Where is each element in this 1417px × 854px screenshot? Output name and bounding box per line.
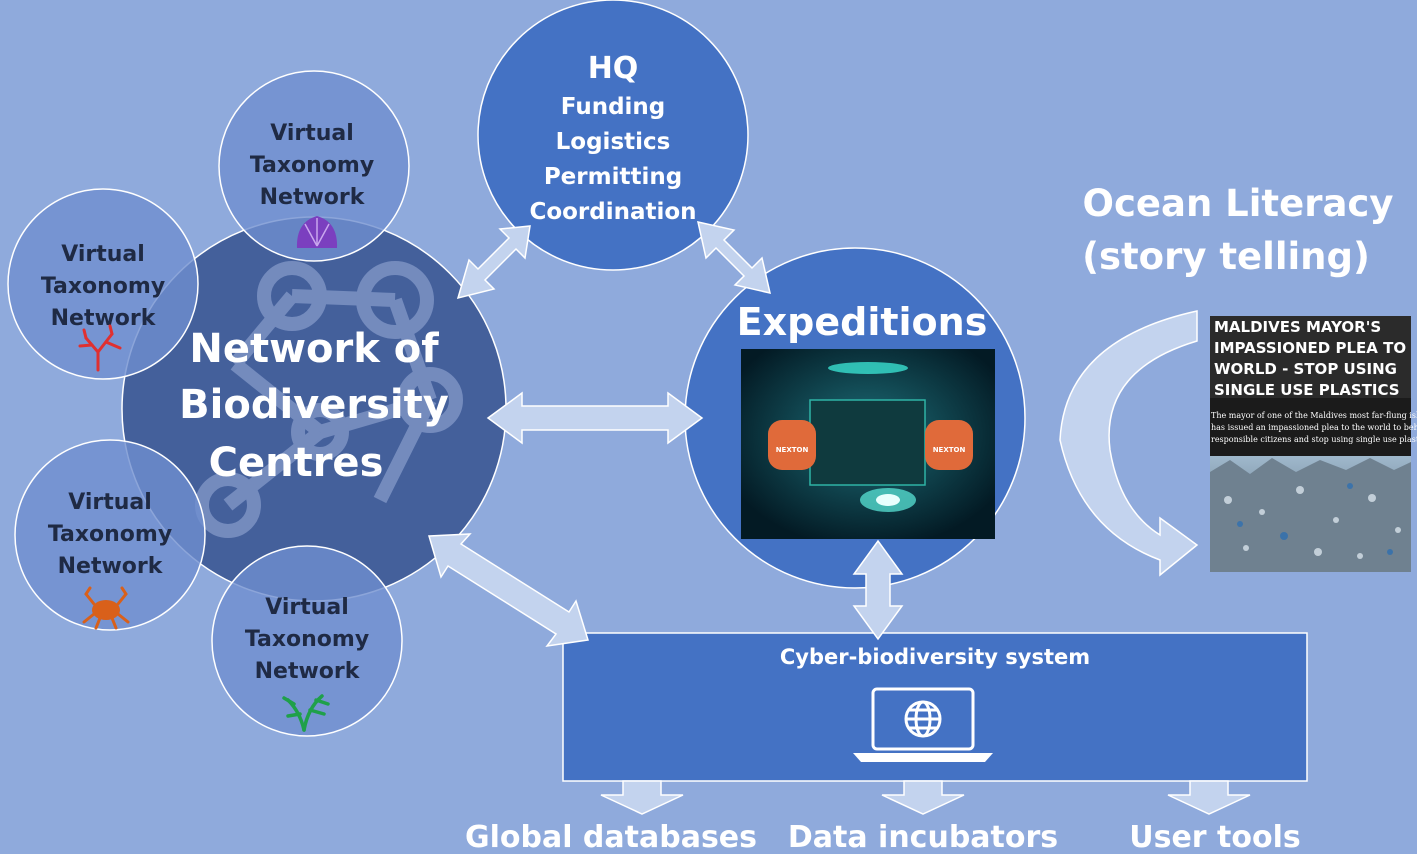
plastic-pile-photo [1210, 456, 1411, 572]
hq-item-coordination: Coordination [529, 199, 696, 225]
network-line-3: Centres [209, 440, 384, 486]
vtn-lower-left-line-1: Virtual [68, 490, 152, 515]
vtn-left-line-3: Network [51, 306, 157, 331]
hq-title: HQ [588, 51, 639, 86]
news-headline-4: SINGLE USE PLASTICS [1214, 381, 1400, 399]
vehicle-label-right: NEXTON [933, 446, 966, 454]
ocean-literacy-line-1: Ocean Literacy [1083, 182, 1394, 225]
expeditions-title: Expeditions [737, 300, 988, 344]
vtn-bottom-line-2: Taxonomy [245, 627, 369, 652]
arrow-hq-expeditions [698, 222, 770, 293]
vtn-top-line-1: Virtual [270, 121, 354, 146]
vtn-bottom-line-1: Virtual [265, 595, 349, 620]
virtual-network-bottom: Virtual Taxonomy Network [212, 546, 402, 736]
hq-item-logistics: Logistics [556, 129, 671, 155]
network-line-1: Network of [189, 326, 439, 372]
arrow-global-databases [601, 781, 683, 814]
arrow-network-expeditions [488, 393, 702, 443]
vtn-left-line-1: Virtual [61, 242, 145, 267]
news-body-3: responsible citizens and stop using sing… [1211, 435, 1417, 444]
story-curved-arrow [1060, 311, 1197, 575]
vtn-left-line-2: Taxonomy [41, 274, 165, 299]
output-arrows [601, 781, 1250, 814]
vtn-bottom-line-3: Network [255, 659, 361, 684]
virtual-network-top: Virtual Taxonomy Network [219, 71, 409, 261]
ocean-literacy-line-2: (story telling) [1082, 235, 1370, 278]
arrow-network-cyber [429, 534, 588, 646]
news-clipping: MALDIVES MAYOR'S IMPASSIONED PLEA TO WOR… [1210, 316, 1417, 572]
output-global-databases: Global databases [465, 820, 757, 854]
expeditions-circle: Expeditions NEXTON NEXTON [685, 248, 1025, 588]
submersible-photo: NEXTON NEXTON [741, 349, 995, 539]
news-body-2: has issued an impassioned plea to the wo… [1211, 423, 1417, 432]
virtual-network-lower-left: Virtual Taxonomy Network [15, 440, 205, 630]
cyber-title: Cyber-biodiversity system [780, 645, 1090, 669]
vehicle-label-left: NEXTON [776, 446, 809, 454]
arrow-data-incubators [882, 781, 964, 814]
cyber-biodiversity-box: Cyber-biodiversity system [563, 633, 1307, 781]
vtn-lower-left-line-2: Taxonomy [48, 522, 172, 547]
news-headline-2: IMPASSIONED PLEA TO [1214, 339, 1406, 357]
output-data-incubators: Data incubators [788, 820, 1058, 854]
vtn-top-line-3: Network [260, 185, 366, 210]
news-body-1: The mayor of one of the Maldives most fa… [1211, 411, 1417, 420]
output-user-tools: User tools [1129, 820, 1301, 854]
hq-item-permitting: Permitting [544, 164, 682, 190]
virtual-network-left: Virtual Taxonomy Network [8, 189, 198, 379]
network-line-2: Biodiversity [179, 382, 449, 428]
news-headline-3: WORLD - STOP USING [1214, 360, 1397, 378]
hq-item-funding: Funding [561, 94, 666, 120]
arrow-network-hq [458, 226, 530, 298]
vtn-top-line-2: Taxonomy [250, 153, 374, 178]
vtn-lower-left-line-3: Network [58, 554, 164, 579]
arrow-user-tools [1168, 781, 1250, 814]
news-headline-1: MALDIVES MAYOR'S [1214, 318, 1381, 336]
